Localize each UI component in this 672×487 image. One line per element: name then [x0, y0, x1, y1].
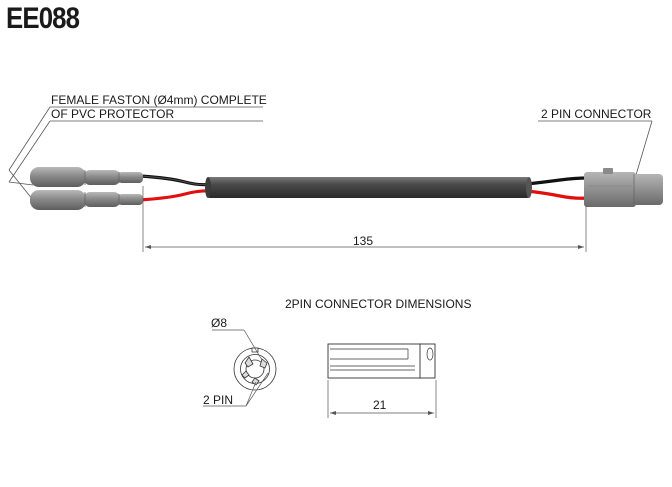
- left-wires: [138, 174, 214, 202]
- faston-leader: [8, 106, 263, 201]
- connector-label: 2 PIN CONNECTOR: [541, 107, 652, 121]
- faston-label-line2: OF PVC PROTECTOR: [51, 107, 175, 121]
- diameter-label: Ø8: [211, 316, 228, 330]
- connector-face: [233, 347, 277, 391]
- faston-label-line1: FEMALE FASTON (Ø4mm) COMPLETE: [51, 93, 267, 107]
- faston-terminal-top: [30, 167, 143, 187]
- section-title: 2PIN CONNECTOR DIMENSIONS: [285, 297, 472, 311]
- connector-length-dimension: [327, 380, 437, 418]
- pin-count-label: 2 PIN: [203, 393, 234, 407]
- connector-side-view: [327, 343, 436, 379]
- cable-sleeve: [205, 177, 532, 198]
- faston-terminal-bottom: [30, 190, 143, 210]
- right-wires: [525, 176, 590, 200]
- pin-leader: [203, 372, 269, 407]
- connector-leader: [538, 120, 653, 176]
- part-number-title: EE088: [6, 2, 80, 35]
- length-dimension: [142, 186, 587, 252]
- diameter-leader: [212, 329, 263, 361]
- connector-length-value: 21: [373, 398, 387, 412]
- length-dimension-value: 135: [353, 234, 374, 248]
- two-pin-connector: [584, 168, 663, 207]
